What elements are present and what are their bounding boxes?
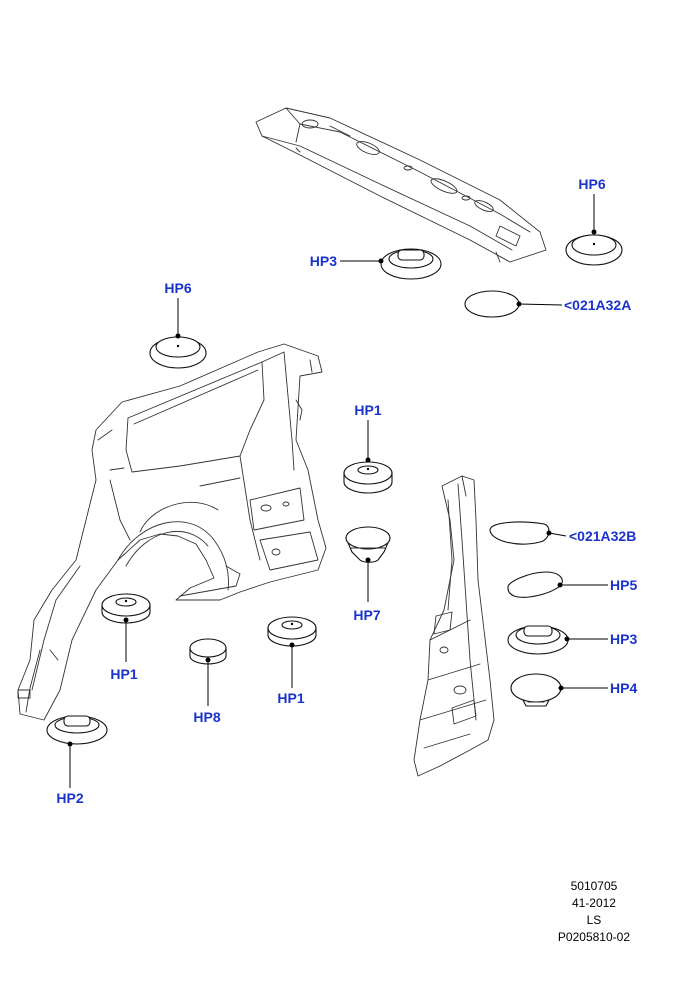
- hp8-button-plug: [189, 638, 227, 665]
- hp2-oval-grommet: [46, 715, 108, 745]
- hp6-top-plug: [565, 234, 623, 266]
- footer-line-2: 41-2012: [571, 896, 616, 910]
- footer-line-3: LS: [586, 913, 602, 927]
- hp7-cup-plug: [345, 526, 391, 563]
- hp1-center-grommet: [267, 616, 317, 647]
- callout-hp6-left: HP6: [164, 280, 191, 296]
- diagram-reference-block: 5010705 41-2012 LS P0205810-02: [558, 878, 630, 946]
- callout-hp4: HP4: [610, 680, 637, 696]
- callout-hp3-top: HP3: [310, 253, 337, 269]
- footer-line-4: P0205810-02: [557, 930, 630, 944]
- hp3-top-grommet: [380, 248, 442, 280]
- rear-quarter-inner-panel: [17, 343, 327, 721]
- ref-a-seal: [464, 290, 520, 318]
- leader-lines: [67, 194, 608, 788]
- d-pillar-inner-panel: [413, 475, 495, 777]
- ref-b-seal: [489, 521, 550, 545]
- hp3-right-grommet: [507, 625, 569, 655]
- callout-hp8: HP8: [193, 709, 220, 725]
- hp4-dome-plug: [510, 673, 562, 707]
- callout-hp1-mid: HP1: [354, 402, 381, 418]
- callout-hp1-left: HP1: [110, 666, 137, 682]
- callout-hp2: HP2: [56, 790, 83, 806]
- callout-hp7: HP7: [353, 607, 380, 623]
- roof-crossmember-panel: [255, 107, 547, 263]
- callout-hp3-right: HP3: [610, 631, 637, 647]
- callout-hp5: HP5: [610, 577, 637, 593]
- hp1-left-grommet: [101, 593, 151, 624]
- callout-hp6-top: HP6: [578, 176, 605, 192]
- callout-ref-b: <021A32B: [569, 528, 636, 544]
- hp5-pad: [507, 571, 563, 598]
- callout-hp1-center: HP1: [277, 690, 304, 706]
- footer-line-1: 5010705: [570, 879, 618, 893]
- hp6-left-plug: [149, 336, 207, 369]
- hp1-mid-grommet: [343, 461, 393, 494]
- callout-ref-a: <021A32A: [564, 297, 631, 313]
